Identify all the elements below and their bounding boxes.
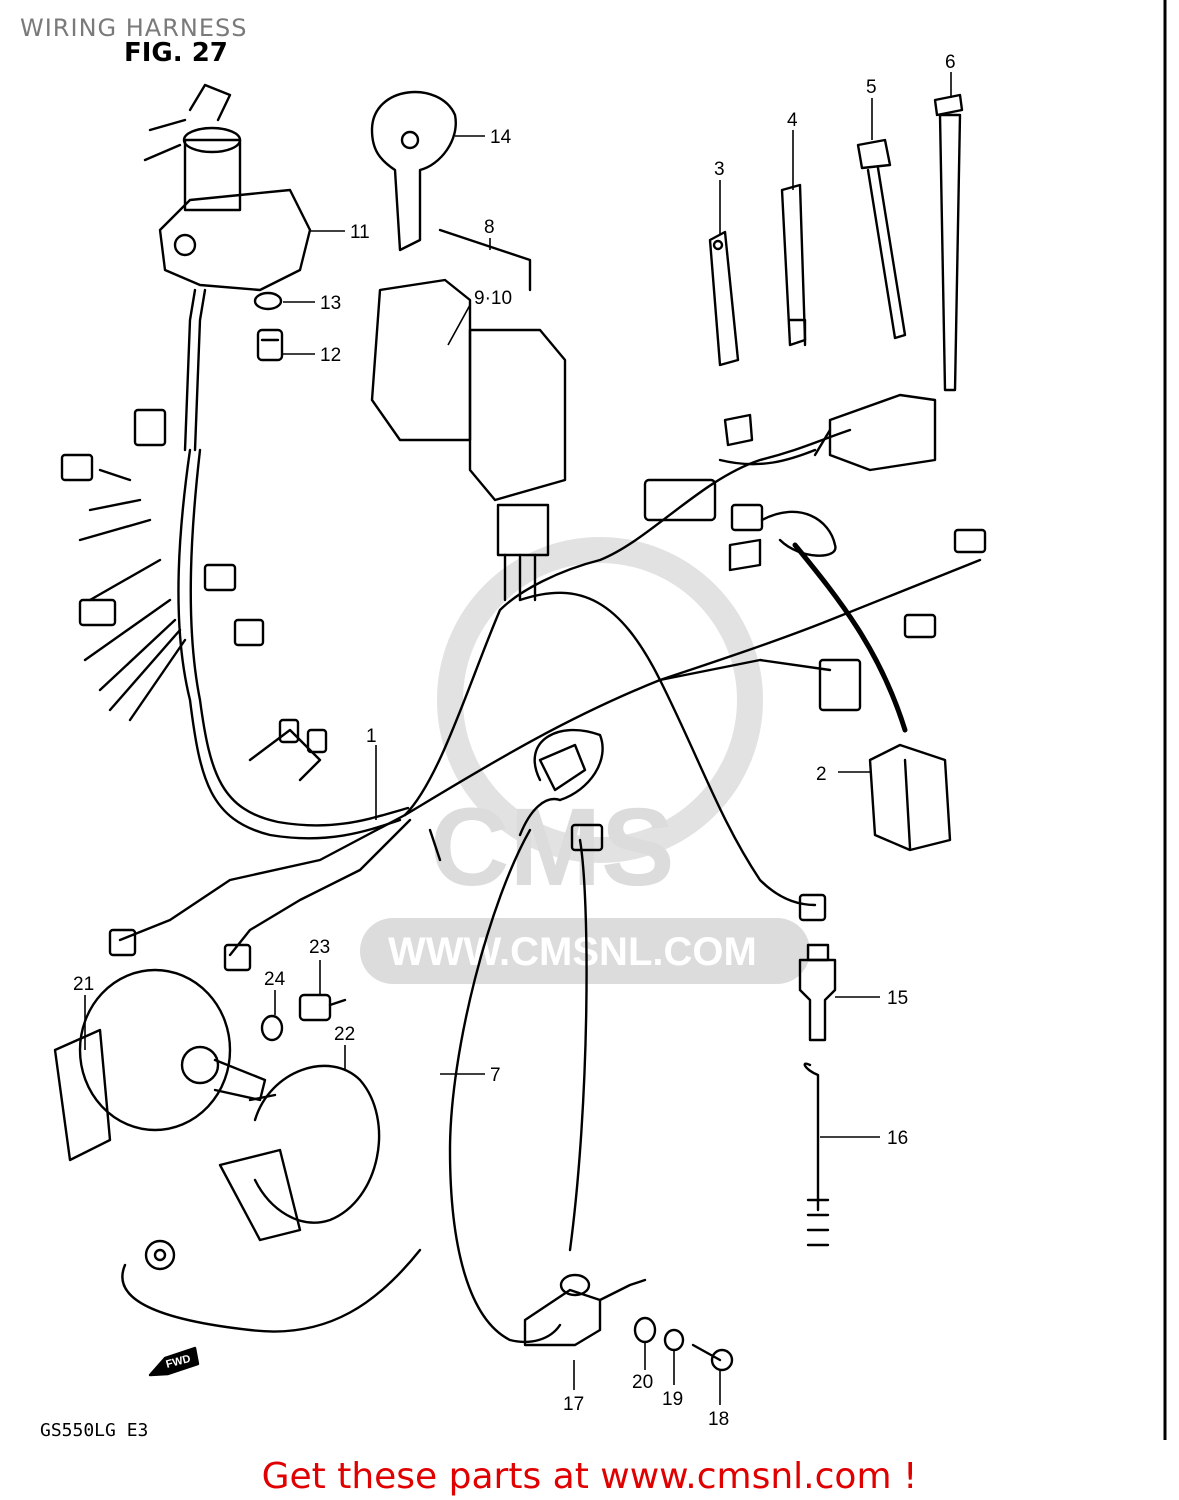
callout-23: 23 <box>309 937 330 958</box>
washer-part-24 <box>262 1016 282 1040</box>
watermark-brand: CMS <box>430 786 674 909</box>
callout-22: 22 <box>334 1024 355 1045</box>
washer-part-19 <box>665 1330 683 1350</box>
screw-part-18 <box>693 1345 732 1370</box>
cable-tie-part-5 <box>858 140 905 338</box>
callout-labels: 1 2 3 4 5 6 7 8 9·10 11 12 13 14 15 16 1… <box>73 52 956 1430</box>
switch-part-17 <box>525 825 645 1345</box>
callout-14: 14 <box>490 127 512 148</box>
key-part-14 <box>372 92 456 250</box>
watermark-url: WWW.CMSNL.COM <box>388 930 757 974</box>
relay-unit-part-8 <box>372 230 565 600</box>
callout-4: 4 <box>787 110 798 131</box>
switch-part-15 <box>800 945 835 1040</box>
section-title: WIRING HARNESS <box>20 14 248 42</box>
callout-5: 5 <box>866 77 877 98</box>
callout-2: 2 <box>816 764 827 785</box>
clamp-part-3 <box>710 232 738 365</box>
cable-tie-part-6 <box>935 95 962 390</box>
horn-part-21 <box>55 970 265 1160</box>
callout-24: 24 <box>264 969 286 990</box>
washer-part-13 <box>255 293 281 309</box>
bolt-part-12 <box>258 330 282 360</box>
horn-part-22 <box>220 1066 379 1240</box>
wiring-harness-part-1 <box>62 410 985 970</box>
watermark-url-pill <box>360 918 810 984</box>
callout-17: 17 <box>563 1394 584 1415</box>
callout-21: 21 <box>73 974 94 995</box>
diagram-artwork: CMS WWW.CMSNL.COM <box>0 0 1179 1440</box>
ground-wire <box>122 1241 420 1332</box>
callout-18: 18 <box>708 1409 729 1430</box>
bolt-part-23 <box>300 995 345 1020</box>
starter-relay <box>720 395 935 470</box>
figure-label: FIG. 27 <box>124 38 228 68</box>
callout-20: 20 <box>632 1372 653 1393</box>
callout-11: 11 <box>350 222 370 243</box>
washer-part-20 <box>635 1318 655 1342</box>
callout-8: 8 <box>484 217 495 238</box>
cable-part-7 <box>450 730 603 1342</box>
callout-16: 16 <box>887 1128 908 1149</box>
watermark: CMS WWW.CMSNL.COM <box>360 550 810 984</box>
callout-7: 7 <box>490 1065 501 1086</box>
callout-3: 3 <box>714 159 725 180</box>
model-code: GS550LG E3 <box>40 1420 149 1441</box>
callout-6: 6 <box>945 52 956 73</box>
ignition-switch-part-11 <box>145 85 310 450</box>
footer-cta-link[interactable]: Get these parts at www.cmsnl.com ! <box>261 1456 918 1497</box>
forward-arrow <box>150 1348 198 1375</box>
callout-12: 12 <box>320 345 341 366</box>
callout-19: 19 <box>662 1389 683 1410</box>
callout-15: 15 <box>887 988 908 1009</box>
callout-1: 1 <box>366 726 377 747</box>
cover-part-2 <box>870 745 950 850</box>
callout-13: 13 <box>320 293 341 314</box>
callout-9-10: 9·10 <box>474 288 512 309</box>
clamp-part-4 <box>782 185 805 345</box>
spring-part-16 <box>805 1064 828 1245</box>
